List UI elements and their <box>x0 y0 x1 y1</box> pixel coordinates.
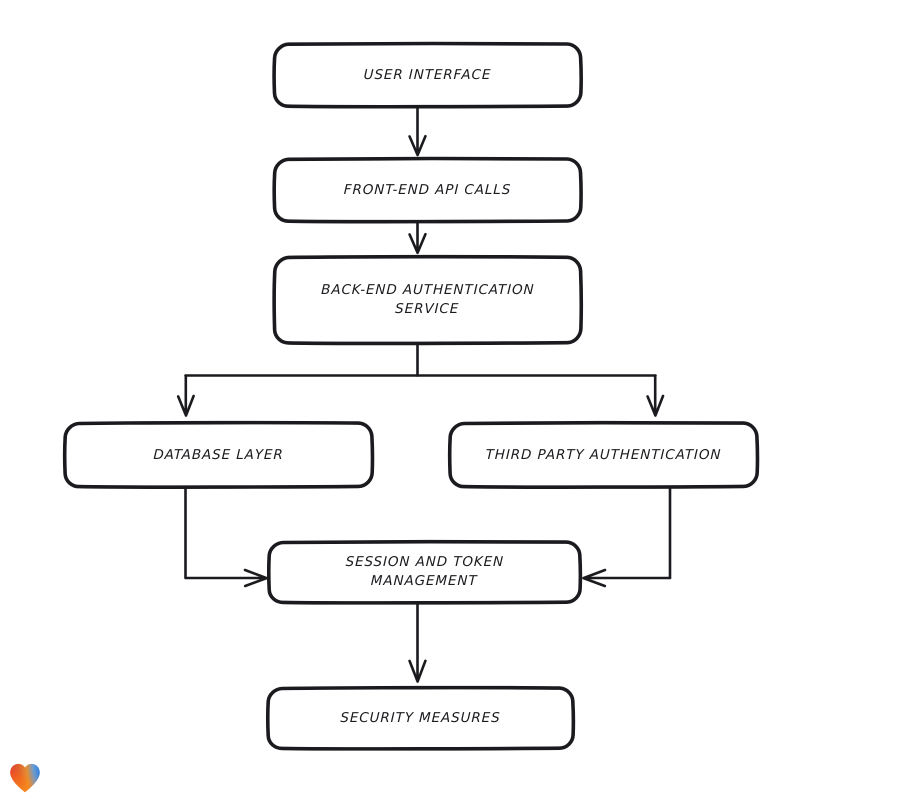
node-third-party-authentication[interactable] <box>447 420 760 489</box>
node-session-and-token-management[interactable] <box>266 539 583 605</box>
node-database-layer[interactable] <box>62 420 375 489</box>
heart-icon <box>10 763 40 793</box>
edge-backend-to-thirdparty-arrowhead <box>646 394 665 417</box>
edge-thirdparty-to-session <box>582 487 672 588</box>
node-front-end-api-calls[interactable] <box>272 156 583 224</box>
edge-api-to-backend <box>408 221 427 255</box>
edge-session-to-security <box>408 603 427 683</box>
edge-backend-to-database-arrowhead <box>176 394 195 417</box>
node-security-measures[interactable] <box>265 685 576 751</box>
edge-database-to-session <box>184 487 268 588</box>
edge-ui-to-api <box>408 107 427 157</box>
edge-backend-split <box>184 343 657 414</box>
heart-watermark <box>8 762 42 794</box>
node-user-interface[interactable] <box>272 41 583 109</box>
node-back-end-authentication-service[interactable] <box>272 254 584 346</box>
